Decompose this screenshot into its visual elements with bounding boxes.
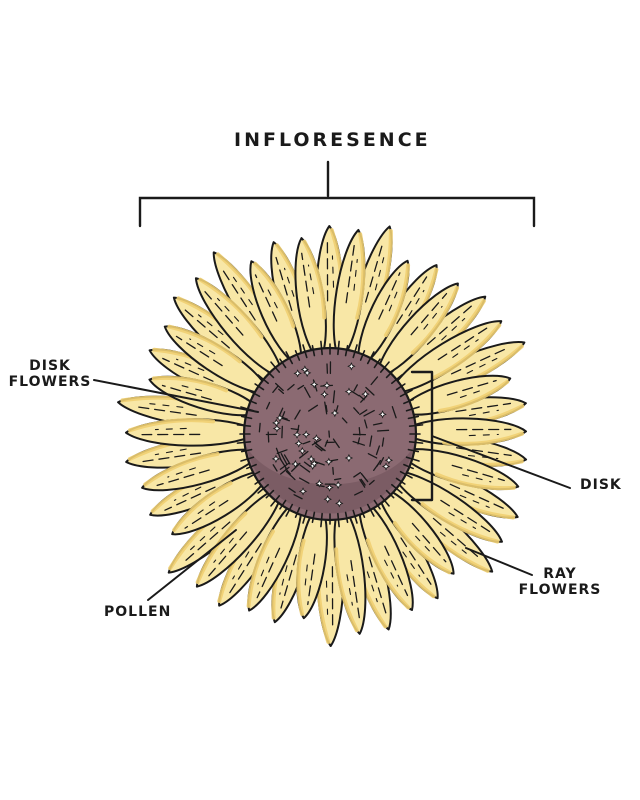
- disk-flowers-leader: [93, 379, 259, 413]
- ray-petal: [148, 375, 264, 417]
- disk-leader: [431, 435, 571, 489]
- leader-lines: [93, 379, 571, 601]
- inflorescence-bracket: [138, 160, 536, 228]
- ray-petal: [141, 448, 264, 492]
- ray-petal: [332, 228, 366, 364]
- ray-petal: [249, 260, 303, 370]
- ray-petal: [388, 468, 503, 544]
- ray-petal: [357, 259, 411, 370]
- ray-petal: [163, 324, 272, 396]
- pollen-sparkles: [271, 362, 394, 508]
- ray-petal: [246, 494, 303, 612]
- petals-front-layer: [125, 228, 527, 635]
- ray-petal: [375, 483, 455, 575]
- disk-bristles: [236, 340, 424, 528]
- disk-flowers-label-line2: FLOWERS: [8, 374, 92, 390]
- ray-flowers-label-line2: FLOWERS: [518, 582, 602, 598]
- ray-petal: [374, 282, 460, 380]
- ray-petal: [333, 500, 367, 635]
- disk-label: DISK: [580, 477, 622, 493]
- ray-petal: [296, 500, 328, 620]
- ray-petal: [171, 469, 273, 536]
- disk-flowers-label-line1: DISK: [29, 358, 71, 374]
- disk-flowers-label: DISK FLOWERS: [8, 358, 92, 390]
- disk-shadow: [246, 446, 414, 514]
- pollen-label: POLLEN: [104, 604, 172, 620]
- ray-petal: [194, 277, 285, 381]
- disk-center: [236, 340, 424, 528]
- ray-petal: [125, 418, 262, 447]
- ray-flowers-leader: [465, 547, 533, 576]
- disk-florets: [258, 361, 397, 500]
- ray-flowers-label: RAY FLOWERS: [512, 566, 608, 598]
- ray-petal: [396, 374, 512, 416]
- ray-petal: [294, 237, 327, 364]
- ray-petal: [387, 320, 503, 395]
- inflorescence-title: INFLORESENCE: [234, 129, 431, 151]
- ray-flowers-label-line1: RAY: [543, 566, 577, 582]
- ray-petal: [357, 494, 414, 612]
- pollen-leader: [147, 529, 237, 601]
- ray-petal: [195, 484, 286, 588]
